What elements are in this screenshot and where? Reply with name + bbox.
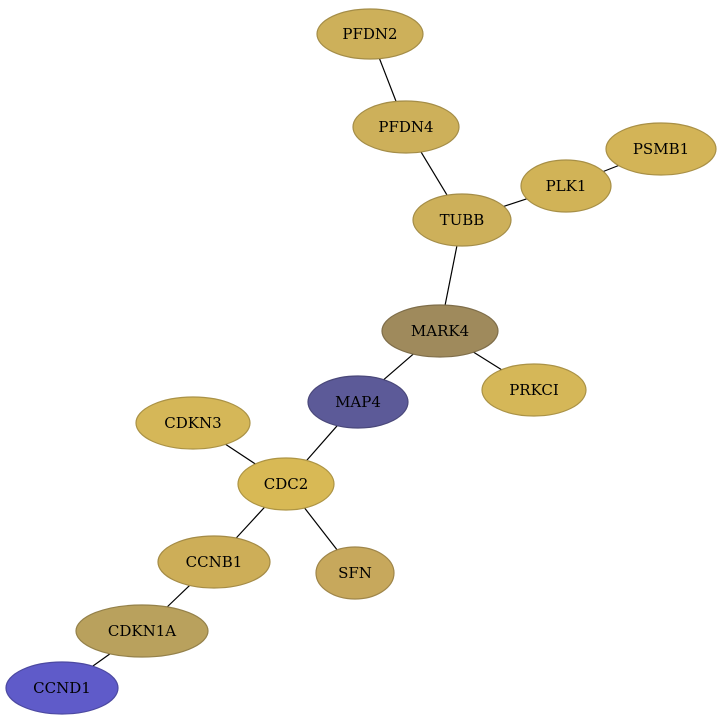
node-shape[interactable] [316,8,424,60]
node-shape[interactable] [157,535,271,589]
node-label: PRKCI [509,381,559,399]
node-label: PFDN2 [342,25,397,43]
edge-tubb-mark4 [444,245,458,306]
node-shape[interactable] [237,457,335,511]
node-label: CDC2 [264,475,309,493]
node-sfn[interactable]: SFN [315,546,395,600]
node-shape[interactable] [605,122,717,176]
edge-cdc2-ccnb1 [235,506,265,539]
edge-cdc2-sfn [304,507,338,551]
edge-ccnb1-cdkn1a [166,584,191,608]
edge-cdkn3-cdc2 [225,443,256,465]
edge-mark4-map4 [383,353,414,381]
node-prkci[interactable]: PRKCI [481,363,587,417]
node-label: MARK4 [411,322,469,340]
edge-map4-cdc2 [306,425,338,461]
node-shape[interactable] [481,363,587,417]
node-label: CDKN3 [164,414,221,432]
node-label: MAP4 [335,393,381,411]
node-label: CCND1 [33,679,91,697]
node-label: CDKN1A [108,622,176,640]
node-psmb1[interactable]: PSMB1 [605,122,717,176]
node-shape[interactable] [381,304,499,358]
node-label: CCNB1 [186,553,243,571]
node-cdc2[interactable]: CDC2 [237,457,335,511]
node-shape[interactable] [352,100,460,154]
node-label: PSMB1 [633,140,689,158]
node-shape[interactable] [520,159,612,213]
edge-plk1-psmb1 [603,164,619,173]
node-shape[interactable] [412,193,512,247]
node-mark4[interactable]: MARK4 [381,304,499,358]
node-label: PFDN4 [378,118,433,136]
node-shape[interactable] [75,604,209,658]
edge-mark4-prkci [473,351,502,371]
node-label: PLK1 [546,177,587,195]
node-label: TUBB [440,211,485,229]
node-shape[interactable] [5,661,119,715]
edge-cdkn1a-ccnd1 [92,653,111,667]
node-ccnd1[interactable]: CCND1 [5,661,119,715]
node-plk1[interactable]: PLK1 [520,159,612,213]
edge-pfdn4-tubb [420,151,448,196]
node-tubb[interactable]: TUBB [412,193,512,247]
edges-layer [92,58,619,667]
node-ccnb1[interactable]: CCNB1 [157,535,271,589]
edge-pfdn2-pfdn4 [378,58,397,102]
node-shape[interactable] [315,546,395,600]
node-shape[interactable] [135,396,251,450]
node-pfdn4[interactable]: PFDN4 [352,100,460,154]
edge-tubb-plk1 [503,198,527,207]
node-cdkn1a[interactable]: CDKN1A [75,604,209,658]
node-cdkn3[interactable]: CDKN3 [135,396,251,450]
node-shape[interactable] [307,375,409,429]
node-pfdn2[interactable]: PFDN2 [316,8,424,60]
node-label: SFN [338,564,372,582]
node-map4[interactable]: MAP4 [307,375,409,429]
